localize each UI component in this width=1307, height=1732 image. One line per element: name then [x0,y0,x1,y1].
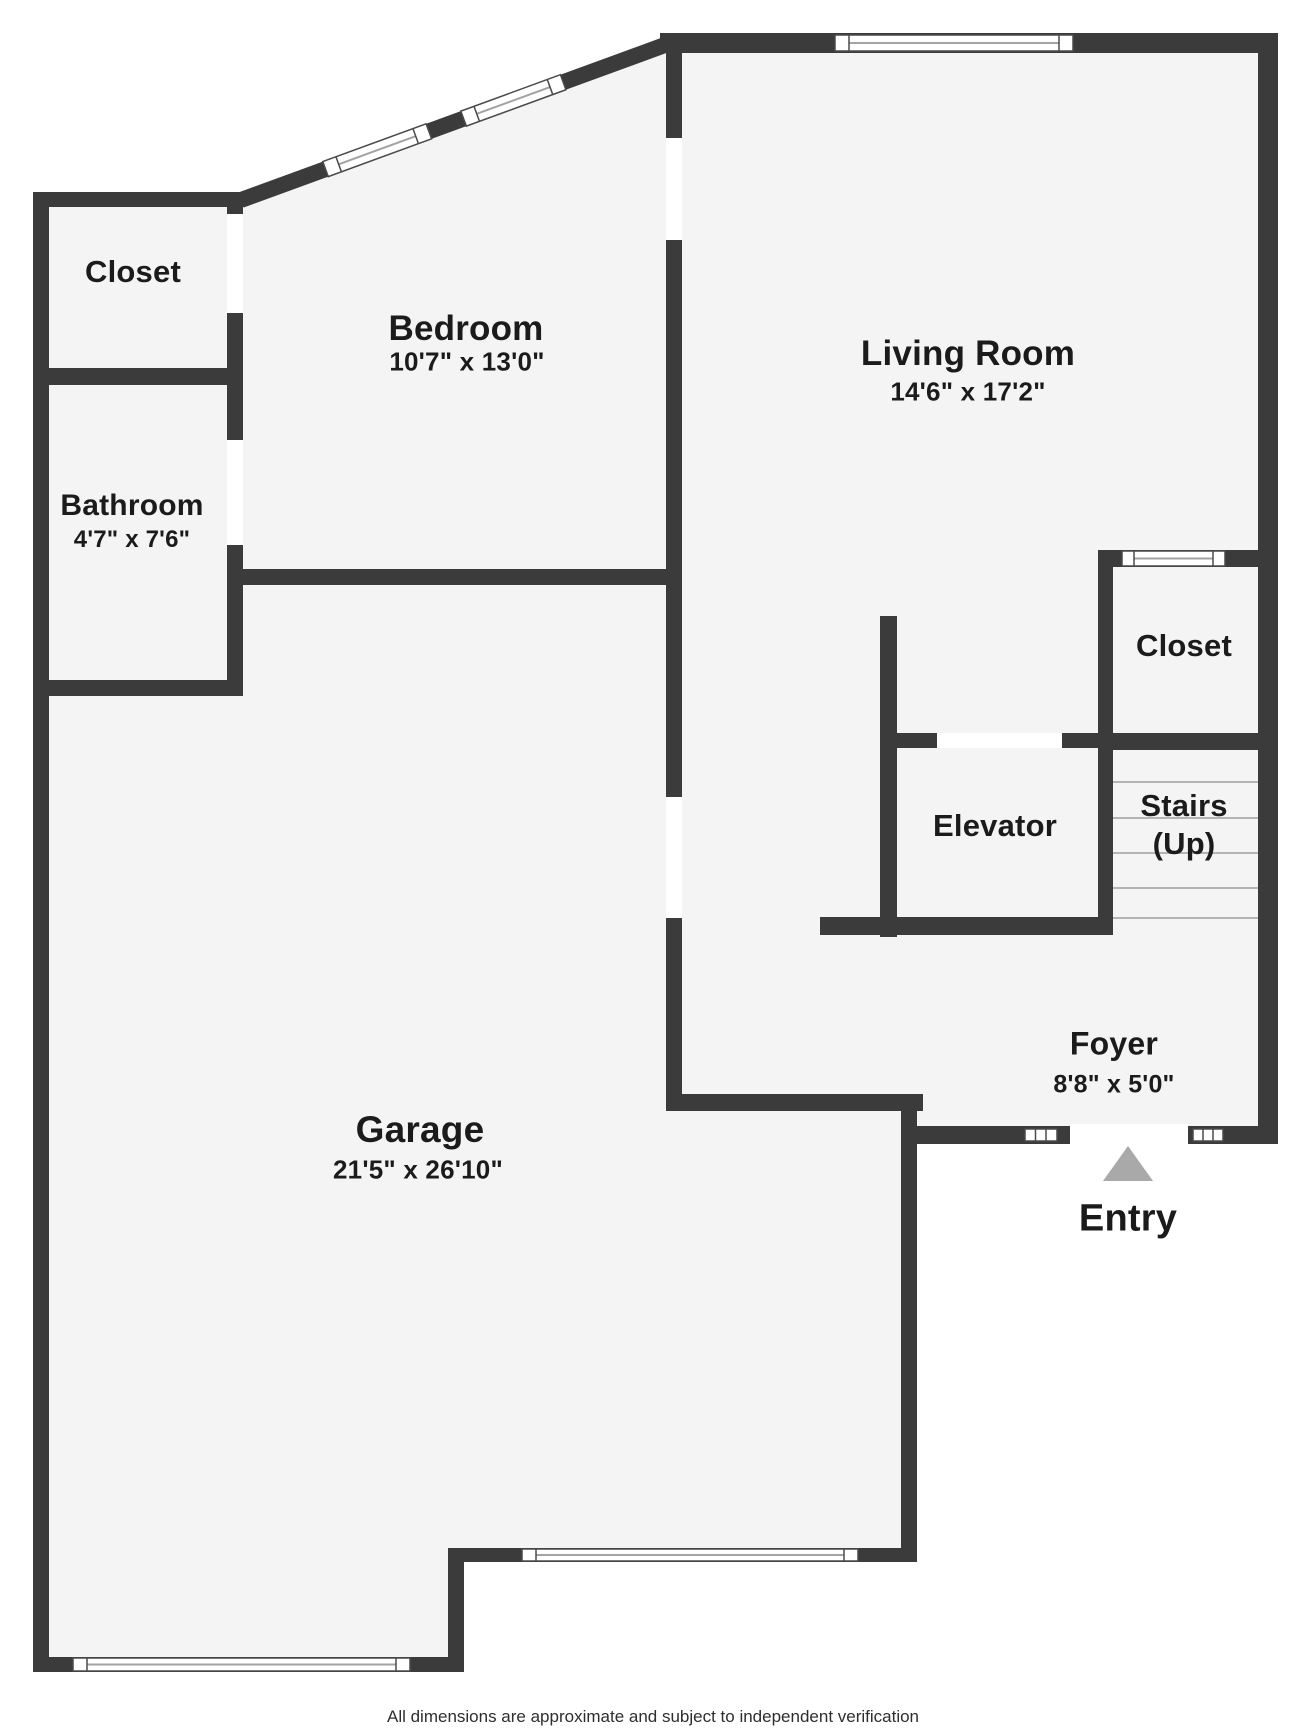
floor-area [33,33,1278,1672]
room-label-elevator: Elevator [933,808,1057,843]
wall-garage-foyer [666,1094,923,1111]
room-label-bedroom: Bedroom [388,309,544,348]
window-center-lines [87,42,1213,1666]
room-label-stairs-up: (Up) [1152,826,1216,861]
room-label-garage: Garage [355,1109,485,1150]
wall-closet-bathroom-divider [33,368,243,385]
wall-garage-step [448,1548,464,1672]
wall-garage-right [901,1111,917,1562]
window-entry-sidelight-right [1192,1128,1224,1142]
opening-elevator-door [937,733,1062,748]
wall-left-outer [33,192,49,1672]
door-openings [227,138,1188,1146]
window-ticks [86,35,1214,1671]
room-dim-foyer: 8'8" x 5'0" [1053,1070,1175,1099]
footer-disclaimer: All dimensions are approximate and subje… [386,1707,920,1726]
wall-stairs-top [1098,733,1278,750]
opening-bedroom-living [666,138,682,240]
wall-right-outer [1258,33,1278,1144]
opening-bathroom-door [227,440,243,545]
opening-garage-living [666,797,682,918]
wall-closet-top [33,192,245,207]
wall-bedroom-bottom [227,569,682,585]
wall-bathroom-bottom [33,680,243,696]
room-dim-garage: 21'5" x 26'10" [333,1154,503,1185]
room-dim-bedroom: 10'7" x 13'0" [389,346,545,377]
opening-closet-door [227,214,243,313]
entry-label: Entry [1078,1197,1178,1240]
wall-foyer-top [820,917,1113,935]
room-label-closet-top-left: Closet [85,254,181,289]
entry-arrow-icon [1103,1146,1153,1181]
room-label-closet-right: Closet [1136,628,1232,663]
stair-treads [1113,781,1258,919]
room-label-foyer: Foyer [1069,1025,1159,1062]
opening-entry-door [1070,1124,1188,1146]
room-dim-living-room: 14'6" x 17'2" [890,376,1046,407]
wall-elevator-left [880,616,897,937]
room-label-stairs: Stairs [1140,788,1228,823]
room-label-living-room: Living Room [860,334,1076,373]
room-label-bathroom: Bathroom [60,489,204,522]
wall-bedroom-living-divider [666,33,682,585]
window-entry-sidelight-left [1024,1128,1058,1142]
room-dim-bathroom: 4'7" x 7'6" [73,526,191,553]
